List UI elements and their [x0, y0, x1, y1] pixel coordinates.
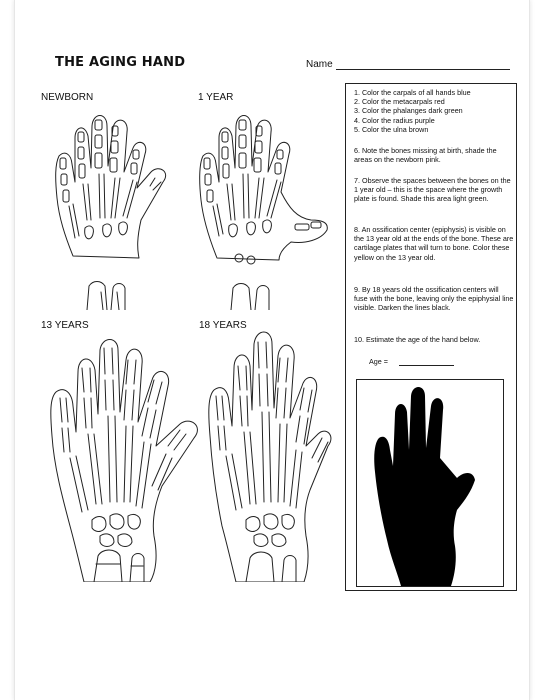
- color-instructions-list: 1. Color the carpals of all hands blue 2…: [354, 88, 514, 134]
- one-year-hand-drawing: [199, 115, 328, 310]
- instruction-5: 5. Color the ulna brown: [354, 124, 429, 134]
- instruction-7: 7. Observe the spaces between the bones …: [354, 176, 511, 204]
- instruction-6: 6. Note the bones missing at birth, shad…: [354, 146, 497, 165]
- one-year-label: 1 YEAR: [198, 92, 234, 103]
- mystery-hand-frame: [356, 379, 504, 587]
- name-field-line: [336, 69, 510, 70]
- eighteen-years-label: 18 YEARS: [199, 320, 247, 331]
- instruction-9: 9. By 18 years old the ossification cent…: [354, 285, 514, 313]
- instruction-3: 3. Color the phalanges dark green: [354, 106, 463, 116]
- worksheet-page: THE AGING HAND Name NEWBORN 1 YEAR: [15, 0, 529, 700]
- name-label: Name: [306, 59, 333, 70]
- instruction-2: 2. Color the metacarpals red: [354, 97, 445, 107]
- mystery-hand-drawing: [374, 387, 475, 586]
- age-answer-line: [399, 365, 454, 366]
- thirteen-years-hand-drawing: [50, 339, 198, 582]
- instruction-4: 4. Color the radius purple: [354, 115, 435, 125]
- instruction-10: 10. Estimate the age of the hand below.: [354, 335, 481, 344]
- eighteen-years-hand-drawing: [208, 331, 332, 582]
- instructions-box: 1. Color the carpals of all hands blue 2…: [345, 83, 517, 591]
- newborn-hand-drawing: [55, 115, 167, 310]
- newborn-label: NEWBORN: [41, 92, 94, 103]
- worksheet-title: THE AGING HAND: [55, 55, 186, 70]
- instruction-1: 1. Color the carpals of all hands blue: [354, 88, 471, 97]
- instruction-8: 8. An ossification center (epiphysis) is…: [354, 225, 514, 262]
- age-label: Age =: [369, 357, 388, 366]
- thirteen-years-label: 13 YEARS: [41, 320, 89, 331]
